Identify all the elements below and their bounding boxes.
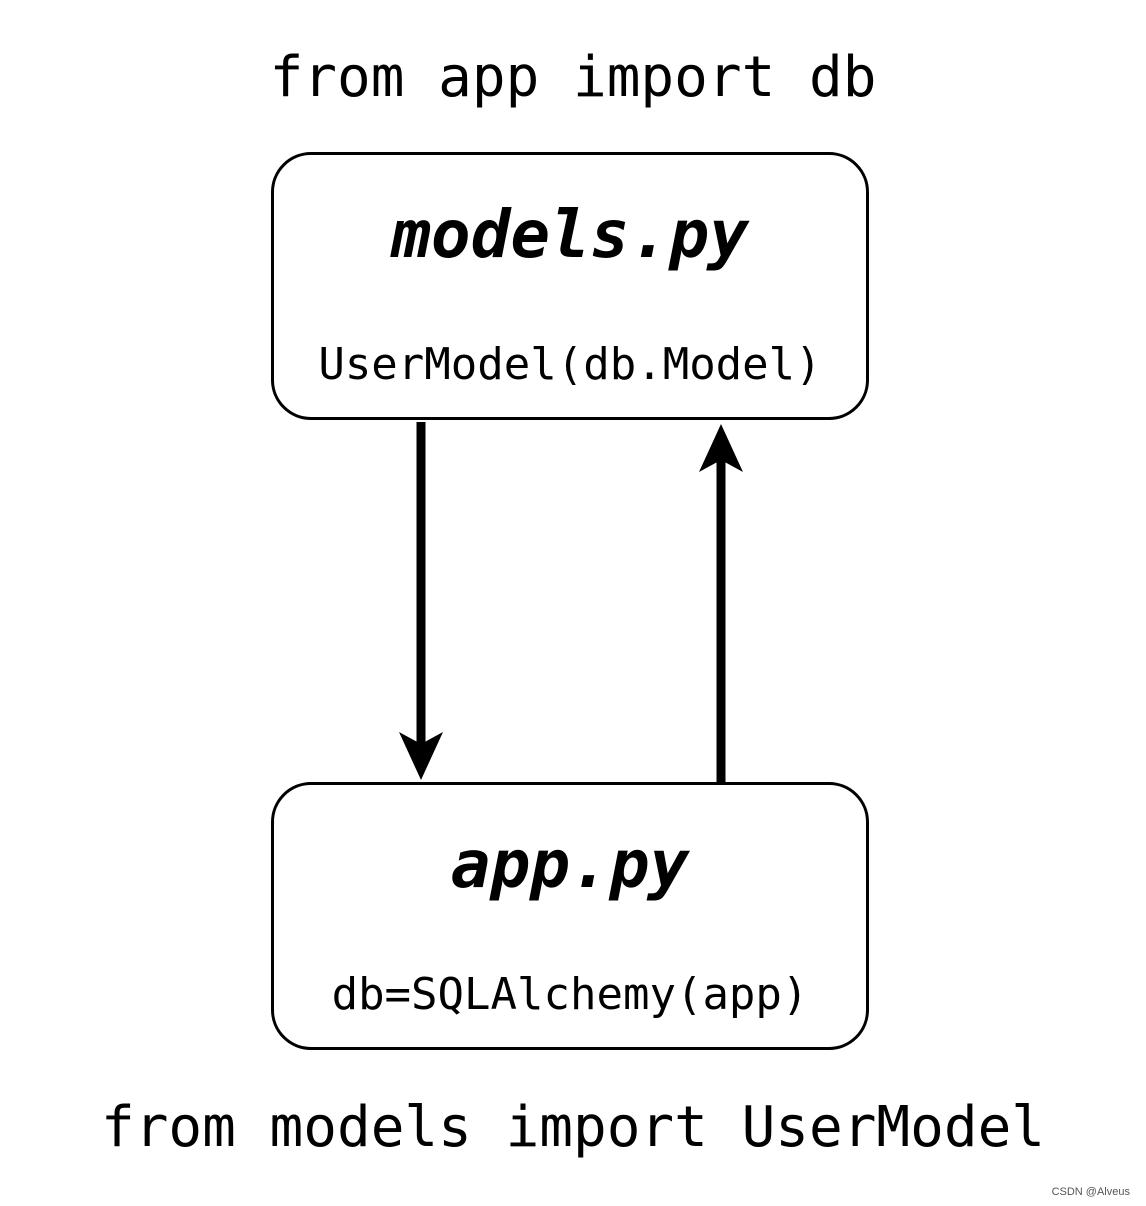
csdn-watermark: CSDN @Alveus — [1051, 1186, 1130, 1198]
top-import-caption: from app import db — [269, 45, 877, 110]
models-py-code: UserModel(db.Model) — [318, 339, 822, 390]
models-py-title: models.py — [391, 196, 749, 273]
arrow-models-to-app — [399, 422, 443, 780]
app-py-title: app.py — [450, 826, 690, 903]
models-py-node: models.py UserModel(db.Model) — [271, 152, 869, 420]
app-py-code: db=SQLAlchemy(app) — [331, 969, 809, 1020]
arrow-app-to-models — [699, 424, 743, 782]
bottom-import-caption: from models import UserModel — [100, 1095, 1045, 1160]
app-py-node: app.py db=SQLAlchemy(app) — [271, 782, 869, 1050]
